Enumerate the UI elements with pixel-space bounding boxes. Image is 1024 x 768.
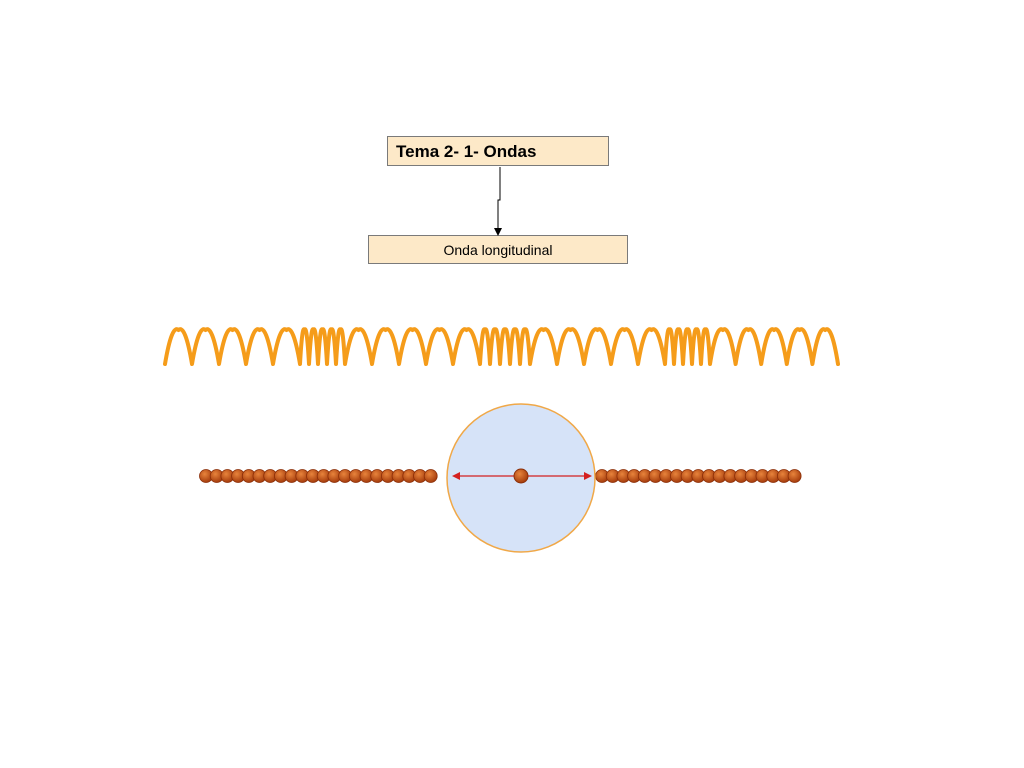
subtitle-box: Onda longitudinal: [368, 235, 628, 264]
subtitle-text: Onda longitudinal: [443, 242, 553, 258]
central-particle: [513, 468, 529, 484]
title-text: Tema 2- 1- Ondas: [396, 142, 537, 161]
bead-chain: [199, 469, 802, 483]
title-box: Tema 2- 1- Ondas: [387, 136, 609, 166]
bead: [423, 469, 438, 483]
connector-arrow: [494, 167, 502, 236]
bead: [787, 469, 802, 483]
spring-wave: [163, 327, 840, 366]
